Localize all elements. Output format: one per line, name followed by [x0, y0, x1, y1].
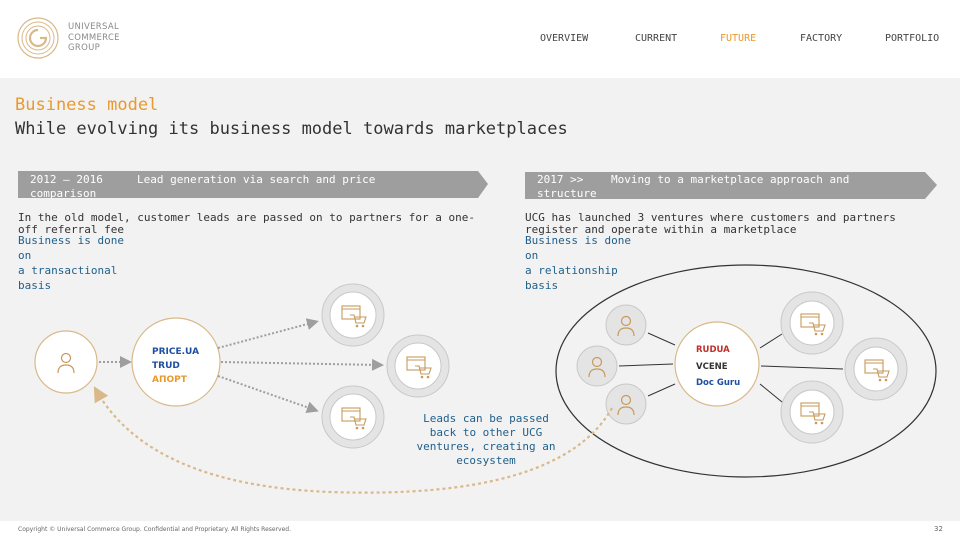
arrow-to-partner [220, 358, 384, 371]
basis-line: basis [525, 279, 559, 292]
ecosystem-note: Leads can be passed back to other UCG ve… [405, 412, 567, 468]
nav-current[interactable]: CURRENT [635, 33, 678, 44]
brand-vcene: VCENE [696, 362, 728, 372]
brand-price-ua: PRICE.UA [152, 347, 200, 357]
note-line: back to other UCG [429, 426, 543, 439]
nav-factory[interactable]: FACTORY [800, 33, 843, 44]
page-number: 32 [934, 525, 943, 533]
brand-aport: ΑΠΟΡΤ [152, 375, 187, 385]
company-logo[interactable]: UNIVERSAL COMMERCE GROUP [16, 16, 126, 62]
left-basis: Business is done on a transactional basi… [18, 233, 124, 293]
logo-text: UNIVERSAL COMMERCE GROUP [68, 22, 120, 54]
nav-future[interactable]: FUTURE [720, 33, 757, 44]
arrow-link [759, 383, 783, 403]
footer [0, 521, 960, 540]
left-banner-shape [18, 171, 488, 198]
logo-mark-icon [17, 17, 59, 59]
note-line: Leads can be passed [423, 412, 549, 425]
arrow-link [647, 383, 676, 397]
ecosystem-ellipse [555, 264, 937, 478]
brands-circle [131, 317, 221, 407]
left-banner-text: Lead generation via search and price [137, 173, 376, 186]
header [0, 0, 960, 78]
nav-portfolio[interactable]: PORTFOLIO [885, 33, 940, 44]
arrow-link [647, 332, 676, 346]
note-line: ventures, creating an [416, 440, 556, 453]
logo-line: UNIVERSAL [68, 22, 119, 32]
ecosystem-return-arrow [93, 386, 613, 494]
right-description: UCG has launched 3 ventures where custom… [525, 211, 896, 236]
basis-line: Business is done [525, 234, 631, 247]
basis-line: a transactional [18, 264, 118, 277]
basis-line: a relationship [525, 264, 618, 277]
arrow-link [760, 365, 844, 370]
page-title: Business model [15, 95, 159, 115]
basis-line: on [18, 249, 32, 262]
page-subtitle: While evolving its business model toward… [15, 119, 568, 139]
nav-overview[interactable]: OVERVIEW [540, 33, 589, 44]
left-banner-years: 2012 – 2016 [30, 173, 103, 186]
right-banner-shape [525, 172, 937, 199]
brand-docguru: Doc Guru [696, 378, 741, 388]
arrow-link [618, 363, 674, 367]
right-basis: Business is done on a relationship basis [525, 233, 631, 293]
logo-line: COMMERCE [68, 32, 120, 43]
basis-line: Business is done [18, 234, 124, 247]
note-line: ecosystem [456, 454, 516, 467]
right-banner-years: 2017 >> [537, 173, 584, 186]
left-description: In the old model, customer leads are pas… [18, 211, 475, 236]
logo-line: GROUP [68, 43, 101, 53]
brand-rudua: RUDUA [696, 345, 730, 355]
arrow-to-partner [217, 318, 319, 349]
left-banner-text-2: comparison [30, 187, 97, 200]
right-banner-text: Moving to a marketplace approach and [611, 173, 850, 186]
arrow-to-partner [217, 375, 319, 414]
copyright-text: Copyright © Universal Commerce Group. Co… [18, 526, 292, 533]
basis-line: on [525, 249, 539, 262]
arrow-link [759, 333, 783, 349]
right-banner-text-2: structure [537, 187, 597, 200]
basis-line: basis [18, 279, 52, 292]
ventures-circle [674, 321, 760, 407]
brand-trud: TRUD [152, 361, 180, 371]
